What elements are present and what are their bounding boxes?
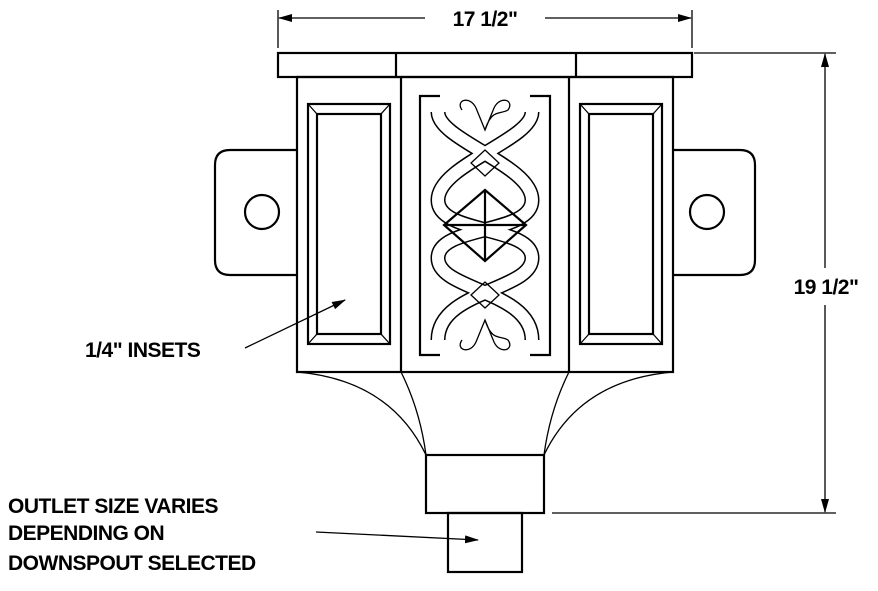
outlet-note-line: OUTLET SIZE VARIES <box>8 495 218 518</box>
small-diamond <box>470 149 500 177</box>
top-cap <box>276 51 694 79</box>
center-diamond <box>442 188 528 263</box>
width-dimension: 17 1/2" <box>277 8 693 48</box>
mounting-hole <box>688 193 726 231</box>
fleur-bottom <box>459 318 511 351</box>
right-mounting-ear <box>673 148 757 277</box>
left-inset-panel <box>306 102 392 346</box>
insets-label: 1/4" INSETS <box>85 339 201 362</box>
flared-transition <box>296 371 674 456</box>
width-label: 17 1/2" <box>453 8 518 31</box>
outlet-note-line: DOWNSPOUT SELECTED <box>8 552 256 575</box>
ornament-scroll <box>430 110 540 341</box>
height-label: 19 1/2" <box>794 276 859 299</box>
outlet-collar <box>424 453 546 515</box>
right-inset-panel <box>578 102 664 346</box>
outlet-note-line: DEPENDING ON <box>8 522 164 545</box>
outlet-callout: OUTLET SIZE VARIES DEPENDING ON DOWNSPOU… <box>8 495 479 575</box>
small-diamond <box>470 281 500 309</box>
insets-callout: 1/4" INSETS <box>85 299 346 362</box>
fleur-top <box>459 99 511 132</box>
leader-arrow <box>315 531 479 544</box>
height-dimension: 19 1/2" <box>552 52 859 514</box>
center-ornament-panel <box>418 94 552 357</box>
left-mounting-ear <box>213 148 297 277</box>
body <box>295 75 675 374</box>
leader-arrow <box>244 299 346 349</box>
mounting-hole <box>243 193 281 231</box>
outlet-pipe <box>446 511 524 574</box>
